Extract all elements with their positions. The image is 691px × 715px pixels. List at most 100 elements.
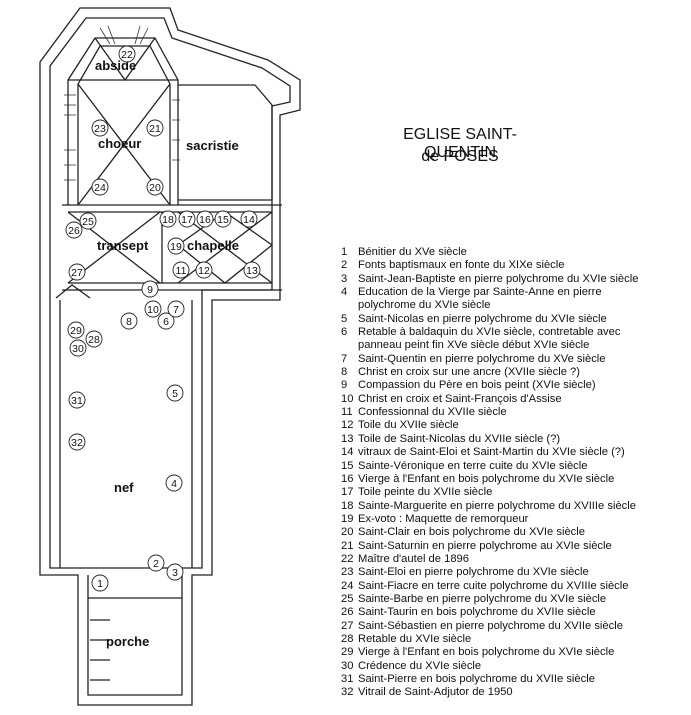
legend-text: Toile peinte du XVIIe siècle: [358, 486, 493, 499]
legend-text: Vierge à l'Enfant en bois polychrome du …: [358, 472, 615, 485]
legend-text: Christ en croix et Saint-François d'Assi…: [358, 392, 562, 405]
marker-circle: [167, 300, 185, 318]
marker-25: 25: [79, 212, 97, 230]
marker-number: 30: [72, 343, 84, 355]
legend-number: 13: [341, 432, 354, 445]
marker-circle: [68, 433, 86, 451]
legend-text: Christ en croix sur une ancre (XVIIe siè…: [358, 366, 580, 379]
marker-number: 27: [71, 267, 83, 279]
marker-26: 26: [65, 221, 83, 239]
marker-number: 26: [68, 225, 80, 237]
legend-text: Saint-Taurin en bois polychrome du XVIIe…: [358, 606, 596, 619]
marker-number: 24: [94, 182, 106, 194]
legend-number: 16: [341, 472, 354, 485]
legend-text: Fonts baptismaux en fonte du XIXe siècle: [358, 259, 565, 272]
room-label-transept: transept: [97, 238, 149, 253]
legend-number: 26: [341, 606, 354, 619]
marker-16: 16: [196, 210, 214, 228]
marker-number: 11: [176, 265, 187, 277]
marker-31: 31: [68, 391, 86, 409]
legend-item: 24 Saint-Fiacre en terre cuite polychrome…: [341, 580, 648, 593]
legend-number: 24: [341, 579, 354, 592]
legend-text: Saint-Fiacre en terre cuite polychrome d…: [358, 579, 629, 592]
room-label-nef: nef: [114, 480, 134, 495]
marker-circle: [120, 312, 138, 330]
marker-circle: [91, 178, 109, 196]
legend-text: Saint-Eloi en pierre polychrome du XVIe …: [358, 566, 589, 579]
legend-number: 15: [341, 459, 354, 472]
legend-number: 7: [341, 352, 348, 365]
legend-number: 9: [341, 379, 348, 392]
legend-text: Retable à baldaquin du XVIe siècle, cont…: [358, 326, 621, 352]
marker-number: 2: [153, 558, 159, 570]
legend-text: Ex-voto : Maquette de remorqueur: [358, 512, 529, 525]
marker-circle: [146, 178, 164, 196]
legend-text: vitraux de Saint-Eloi et Saint-Martin du…: [358, 446, 625, 459]
marker-number: 12: [198, 265, 210, 277]
marker-circle: [91, 574, 109, 592]
marker-number: 31: [71, 395, 83, 407]
marker-8: 8: [120, 312, 138, 330]
legend-number: 21: [341, 539, 354, 552]
marker-number: 6: [163, 316, 169, 328]
marker-circle: [214, 210, 232, 228]
marker-18: 18: [159, 210, 177, 228]
legend-text: Maître d'autel de 1896: [358, 552, 469, 565]
marker-10: 10: [144, 300, 162, 318]
marker-22: 22: [118, 45, 136, 63]
legend-text: Saint-Nicolas en pierre polychrome du XV…: [358, 312, 607, 325]
marker-6: 6: [157, 312, 175, 330]
marker-15: 15: [214, 210, 232, 228]
marker-number: 14: [243, 214, 255, 226]
legend-text: Sainte-Marguerite en pierre polychrome d…: [358, 499, 636, 512]
legend-number: 8: [341, 366, 348, 379]
marker-23: 23: [91, 119, 109, 137]
marker-number: 16: [199, 214, 211, 226]
legend-item: 16 Vierge à l'Enfant en bois polychrome d…: [341, 473, 648, 486]
marker-17: 17: [178, 210, 196, 228]
marker-29: 29: [67, 321, 85, 339]
marker-14: 14: [240, 210, 258, 228]
marker-11: 11: [172, 261, 190, 279]
marker-24: 24: [91, 178, 109, 196]
marker-circle: [243, 261, 261, 279]
walls: [39, 7, 301, 706]
marker-number: 17: [181, 214, 193, 226]
legend-number: 27: [341, 619, 354, 632]
legend-text: Retable du XVIe siècle: [358, 632, 472, 645]
marker-circle: [118, 45, 136, 63]
marker-number: 9: [147, 284, 153, 296]
marker-number: 1: [97, 578, 103, 590]
legend-text: Sainte-Barbe en pierre polychrome du XVI…: [358, 592, 607, 605]
legend-number: 6: [341, 326, 348, 339]
legend-number: 12: [341, 419, 354, 432]
marker-circle: [68, 391, 86, 409]
legend-number: 28: [341, 632, 354, 645]
marker-number: 29: [70, 325, 82, 337]
legend-number: 4: [341, 286, 348, 299]
marker-number: 13: [246, 265, 258, 277]
marker-2: 2: [147, 554, 165, 572]
marker-21: 21: [146, 119, 164, 137]
legend-item: 28 Retable du XVIe siècle: [341, 633, 648, 646]
marker-12: 12: [195, 261, 213, 279]
marker-28: 28: [85, 330, 103, 348]
marker-circle: [159, 210, 177, 228]
marker-number: 22: [121, 49, 133, 61]
marker-number: 18: [162, 214, 174, 226]
